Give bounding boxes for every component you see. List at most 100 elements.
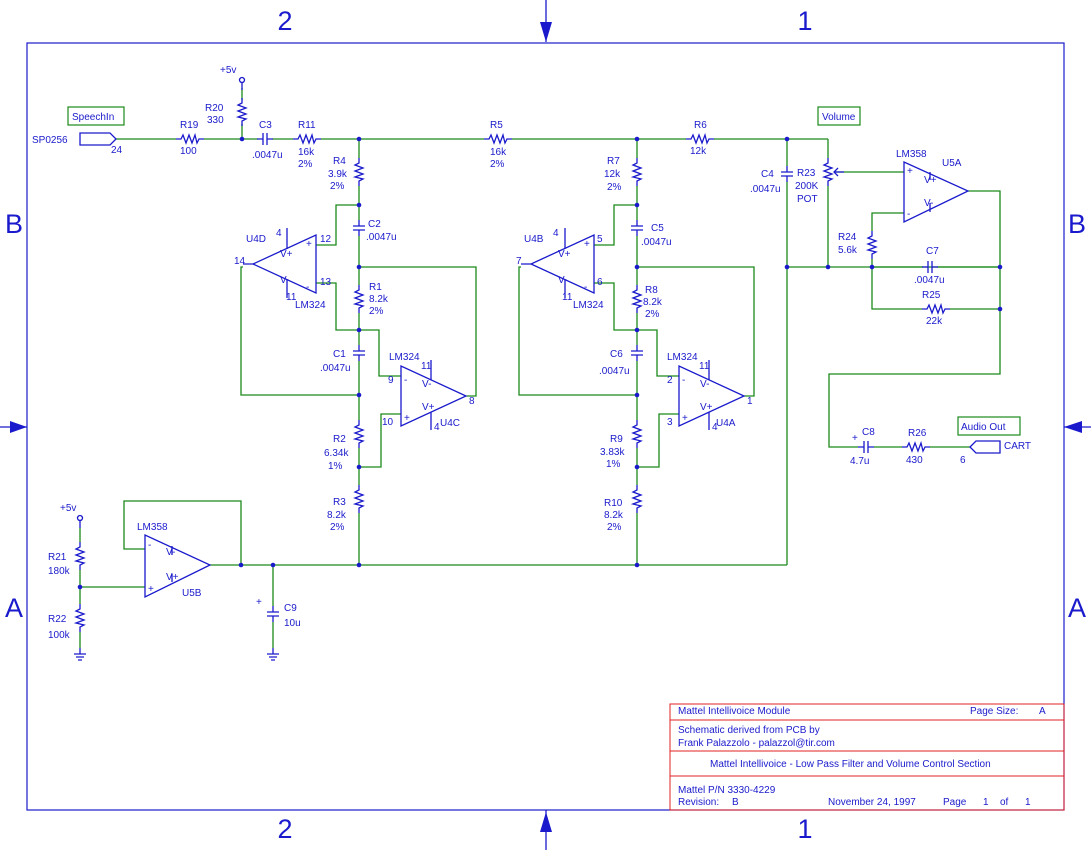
zone-left-b: B	[5, 209, 23, 239]
title-page-size: A	[1039, 706, 1046, 717]
svg-text:LM324: LM324	[667, 352, 698, 363]
svg-text:4: 4	[712, 422, 718, 433]
svg-text:V+: V+	[422, 402, 435, 413]
resistor-r9: R9 3.83k 1%	[600, 419, 642, 470]
opamp-u4b: + - V+ V- 4 11 5 6 7 U4B LM324	[516, 228, 604, 311]
svg-text:12: 12	[320, 234, 332, 245]
svg-text:R7: R7	[607, 156, 620, 167]
svg-text:R9: R9	[610, 434, 623, 445]
capacitor-c5: C5 .0047u	[630, 219, 672, 248]
ground-icon	[266, 647, 280, 661]
title-module: Mattel Intellivoice Module	[678, 706, 791, 717]
svg-text:2%: 2%	[369, 306, 384, 317]
svg-text:Volume: Volume	[822, 112, 856, 123]
svg-text:11: 11	[562, 292, 573, 303]
svg-text:C4: C4	[761, 169, 774, 180]
resistor-r10: R10 8.2k 2%	[604, 484, 642, 533]
svg-text:R26: R26	[908, 428, 927, 439]
power-5v-top: +5v	[220, 65, 246, 91]
resistor-r7: R7 12k 2%	[604, 156, 642, 193]
svg-text:1: 1	[747, 396, 753, 407]
resistor-r11: R11 16k 2%	[292, 120, 322, 170]
svg-text:U4C: U4C	[440, 418, 460, 429]
svg-text:R8: R8	[645, 285, 658, 296]
svg-text:R4: R4	[333, 156, 346, 167]
svg-text:430: 430	[906, 455, 923, 466]
svg-text:7: 7	[516, 256, 522, 267]
svg-text:.0047u: .0047u	[320, 363, 351, 374]
svg-text:V-: V-	[280, 275, 289, 286]
svg-text:14: 14	[234, 256, 246, 267]
svg-text:.0047u: .0047u	[599, 366, 630, 377]
svg-text:.0047u: .0047u	[750, 184, 781, 195]
svg-text:POT: POT	[797, 194, 818, 205]
svg-text:11: 11	[286, 292, 297, 303]
svg-text:V-: V-	[700, 379, 709, 390]
opamp-u4d: + - V+ V- 4 11 12 13 14 U4D LM324	[234, 228, 332, 311]
svg-text:-: -	[584, 282, 587, 293]
svg-text:10u: 10u	[284, 618, 301, 629]
svg-text:4.7u: 4.7u	[850, 456, 869, 467]
svg-text:8: 8	[469, 396, 475, 407]
resistor-r5: R5 16k 2%	[483, 120, 513, 170]
svg-text:SP0256: SP0256	[32, 135, 68, 146]
resistor-r22: R22 100k	[48, 603, 85, 641]
svg-text:11: 11	[421, 361, 432, 372]
svg-text:V+: V+	[924, 175, 937, 186]
svg-text:U5B: U5B	[182, 588, 202, 599]
svg-text:+: +	[682, 413, 688, 424]
svg-text:R11: R11	[298, 120, 316, 131]
svg-text:R10: R10	[604, 498, 623, 509]
svg-text:V+: V+	[280, 249, 293, 260]
svg-text:-: -	[306, 282, 309, 293]
svg-text:9: 9	[388, 375, 394, 386]
junctions	[77, 136, 1003, 590]
svg-text:16k: 16k	[298, 147, 315, 158]
resistor-r2: R2 6.34k 1%	[324, 419, 364, 472]
svg-text:R19: R19	[180, 120, 199, 131]
capacitor-c7: C7 .0047u	[914, 246, 945, 286]
speech-in-port: SpeechIn SP0256 24	[32, 106, 125, 156]
zone-right-a: A	[1068, 593, 1086, 623]
svg-text:R23: R23	[797, 168, 816, 179]
svg-text:V+: V+	[700, 402, 713, 413]
svg-text:R5: R5	[490, 120, 503, 131]
svg-text:+: +	[256, 597, 262, 608]
opamp-u4a: - + V- V+ 11 4 2 3 1 U4A LM324	[667, 352, 753, 433]
zone-top-2: 2	[277, 6, 292, 36]
svg-text:200K: 200K	[795, 181, 819, 192]
capacitor-c4: C4 .0047u	[750, 165, 794, 195]
svg-text:R22: R22	[48, 614, 67, 625]
title-part-number: Mattel P/N 3330-4229	[678, 785, 776, 796]
svg-text:V-: V-	[422, 379, 431, 390]
svg-text:6: 6	[960, 455, 966, 466]
svg-text:8.2k: 8.2k	[369, 294, 389, 305]
title-pages: 1	[1025, 797, 1031, 808]
svg-text:.0047u: .0047u	[641, 237, 672, 248]
title-revision-label: Revision:	[678, 797, 719, 808]
port-arrow-icon	[969, 440, 1001, 454]
svg-text:+: +	[306, 239, 312, 250]
svg-text:+5v: +5v	[220, 65, 236, 76]
svg-text:SpeechIn: SpeechIn	[72, 112, 114, 123]
svg-text:2%: 2%	[490, 159, 505, 170]
svg-text:C6: C6	[610, 349, 623, 360]
svg-text:R25: R25	[922, 290, 941, 301]
svg-text:24: 24	[111, 145, 123, 156]
svg-text:2%: 2%	[607, 182, 622, 193]
svg-text:2%: 2%	[298, 159, 313, 170]
svg-text:+: +	[852, 433, 858, 444]
svg-text:C1: C1	[333, 349, 346, 360]
port-arrow-icon	[79, 132, 117, 146]
arrow-bottom-icon	[540, 812, 552, 832]
svg-text:V-: V-	[166, 547, 175, 558]
resistor-r21: R21 180k	[48, 541, 85, 577]
svg-text:C3: C3	[259, 120, 272, 131]
capacitor-c3: C3 .0047u	[252, 120, 283, 161]
capacitor-c6: C6 .0047u	[599, 344, 644, 377]
svg-text:R21: R21	[48, 552, 67, 563]
svg-text:R6: R6	[694, 120, 707, 131]
svg-text:-: -	[404, 375, 407, 386]
svg-text:C5: C5	[651, 223, 664, 234]
svg-text:13: 13	[320, 277, 332, 288]
